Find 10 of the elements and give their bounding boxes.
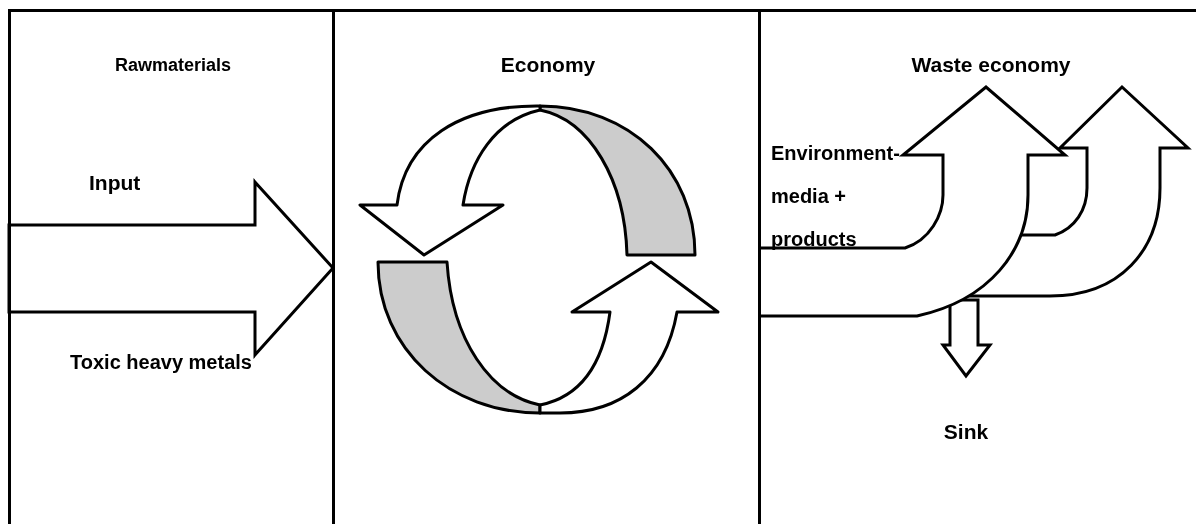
panel-heading: Waste economy: [910, 52, 1072, 77]
panel-text: Input: [89, 170, 142, 195]
panel-text: Environment-media + products: [771, 141, 901, 252]
panel: [332, 9, 761, 524]
panel: [758, 9, 1196, 524]
panel-text: Sink: [942, 419, 990, 444]
panel: [8, 9, 335, 524]
panel-text: Toxic heavy metals: [69, 350, 253, 375]
panel-heading: Economy: [499, 52, 597, 77]
panel-heading: Rawmaterials: [113, 54, 233, 76]
